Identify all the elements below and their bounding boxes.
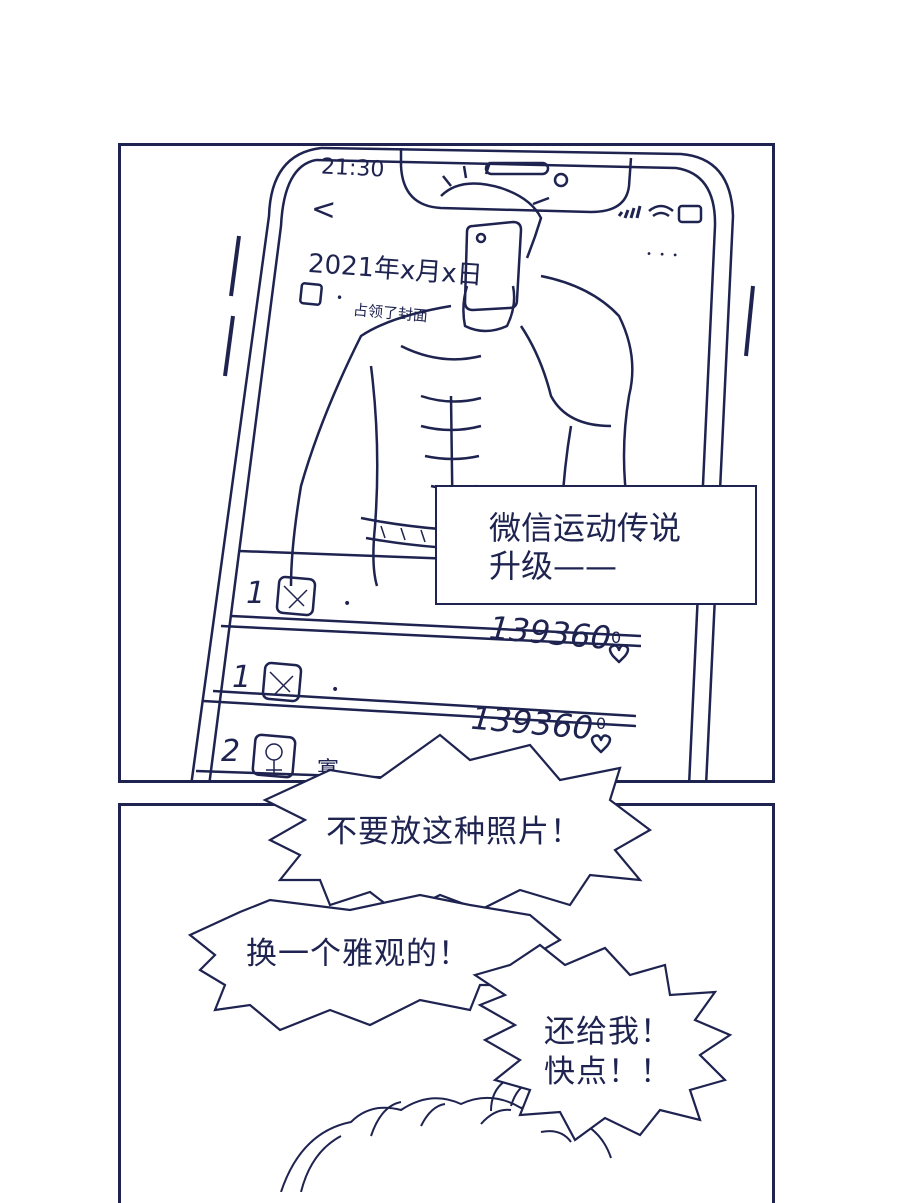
rank-1-likes: 0 xyxy=(611,628,622,647)
comic-panel-top: 21:30 < • • • 2021年x月x日 • 占领了封面 1 • 1393… xyxy=(118,143,775,783)
more-menu-icon[interactable]: • • • xyxy=(645,249,681,262)
rank-3-name: 寡 xyxy=(317,758,340,783)
cover-dot: • xyxy=(336,291,344,305)
caption-line-2: 升级—— xyxy=(489,547,618,585)
caption-line-1: 微信运动传说 xyxy=(489,509,682,547)
comic-panel-bottom xyxy=(118,803,775,1203)
rank-2-likes: 0 xyxy=(596,714,607,733)
rank-2-number: 1 xyxy=(232,660,252,695)
back-arrow-icon[interactable]: < xyxy=(310,191,338,228)
rank-2-dot: • xyxy=(331,682,340,698)
rank-1-dot: • xyxy=(343,596,352,612)
hair-sketch xyxy=(280,1080,612,1192)
speech-bubble-2-text: 换一个雅观的！ xyxy=(246,936,470,972)
narration-caption-box: 微信运动传说 升级—— xyxy=(435,485,757,605)
rank-3-number: 2 xyxy=(221,734,241,769)
speech-bubble-3-line-2: 快点！！ xyxy=(544,1054,672,1090)
speech-bubble-3-text: 还给我！ 快点！！ xyxy=(544,1012,672,1092)
speech-bubble-3-line-1: 还给我！ xyxy=(544,1014,672,1050)
speech-bubble-1-text: 不要放这种照片！ xyxy=(326,814,582,850)
phone-illustration xyxy=(190,146,755,780)
rank-1-number: 1 xyxy=(246,576,266,611)
narration-caption-text: 微信运动传说 升级—— xyxy=(489,509,681,585)
status-time: 21:30 xyxy=(320,154,386,183)
